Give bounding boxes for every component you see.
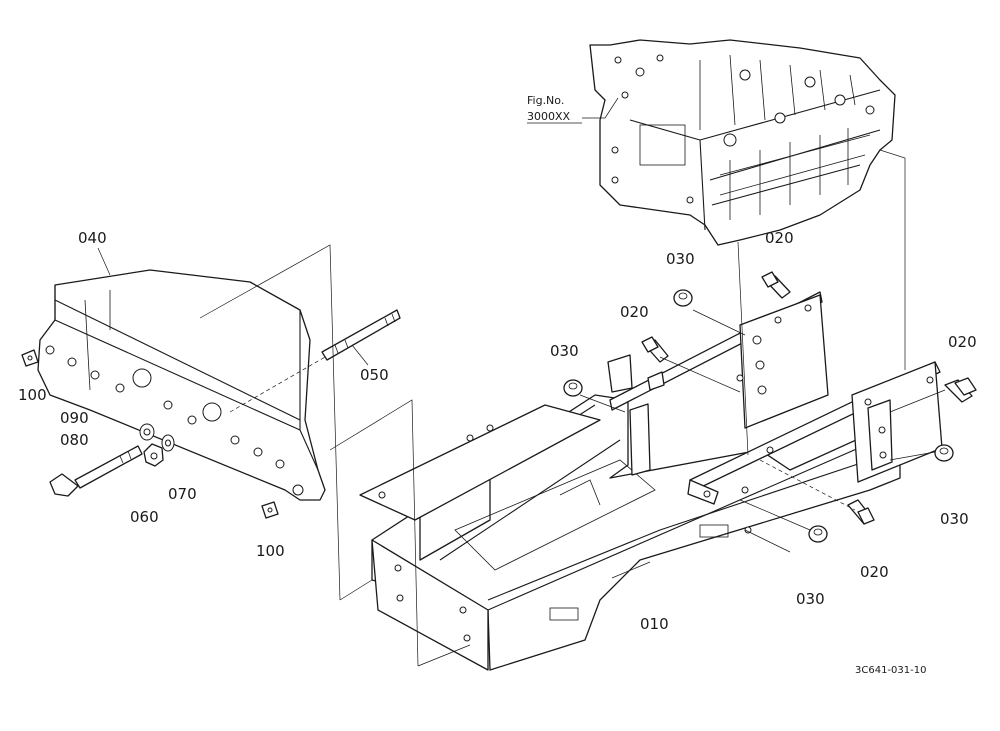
bolt-100-b — [261, 501, 279, 519]
figure-reference: Fig.No. 3000XX — [527, 94, 582, 124]
callout-030-top: 030 — [666, 250, 695, 268]
front-bracket-040 — [37, 269, 326, 501]
drawing-code: 3C641-031-10 — [855, 665, 926, 676]
leader-lines — [97, 97, 651, 579]
assembly-lines — [199, 149, 946, 667]
callout-070: 070 — [168, 485, 197, 503]
upper-rail — [607, 291, 829, 429]
callout-090: 090 — [60, 409, 89, 427]
bolt-020-d — [847, 499, 875, 525]
callout-020-right: 020 — [948, 333, 977, 351]
nut-030-c — [934, 444, 954, 462]
callout-050: 050 — [360, 366, 389, 384]
callout-020-mid: 020 — [620, 303, 649, 321]
washer-070 — [161, 434, 175, 452]
bolt-100-a — [21, 349, 39, 367]
engine-block — [589, 39, 896, 246]
callout-040: 040 — [78, 229, 107, 247]
lower-rail — [629, 361, 943, 505]
callout-030-right: 030 — [940, 510, 969, 528]
frame-010 — [359, 394, 901, 671]
nut-030-d — [808, 525, 828, 543]
callout-030-bottom: 030 — [796, 590, 825, 608]
callout-060: 060 — [130, 508, 159, 526]
bolt-020-a — [761, 271, 791, 299]
washer-090 — [139, 423, 155, 441]
callout-100-left: 100 — [18, 386, 47, 404]
bolt-020-c — [944, 377, 977, 403]
callout-020-top: 020 — [765, 229, 794, 247]
fig-ref-line2: 3000XX — [527, 110, 571, 123]
stud-050 — [321, 309, 401, 361]
callout-100-right: 100 — [256, 542, 285, 560]
callout-020-bottom: 020 — [860, 563, 889, 581]
nut-060 — [143, 443, 164, 467]
callout-010: 010 — [640, 615, 669, 633]
bolt-080 — [49, 445, 143, 497]
nut-030-b — [563, 379, 583, 397]
nut-030-a — [673, 289, 693, 307]
bolt-020-b — [641, 336, 669, 363]
callout-080: 080 — [60, 431, 89, 449]
callout-030-left: 030 — [550, 342, 579, 360]
fig-ref-line1: Fig.No. — [527, 94, 564, 107]
